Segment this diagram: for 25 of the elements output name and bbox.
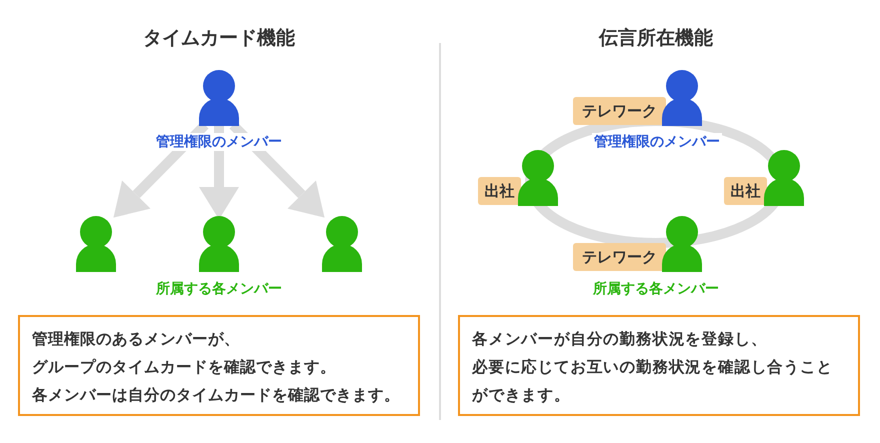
person-icon — [199, 70, 239, 126]
role-label: 管理権限のメンバー — [154, 133, 284, 151]
description-box — [458, 315, 860, 416]
person-icon — [199, 216, 239, 272]
person-icon — [764, 150, 804, 206]
role-label: 管理権限のメンバー — [592, 133, 722, 151]
description-text: 各メンバーが自分の勤務状況を登録し、 — [472, 329, 768, 350]
person-icon — [662, 216, 702, 272]
description-text: 必要に応じてお互いの勤務状況を確認し合うことができます。 — [472, 357, 834, 406]
description-text: 管理権限のあるメンバーが、 — [32, 329, 241, 350]
status-tag: 出社 — [724, 177, 767, 205]
status-tag: テレワーク — [573, 243, 666, 271]
section-heading: タイムカード機能 — [143, 26, 295, 51]
person-icon — [322, 216, 362, 272]
person-icon — [76, 216, 116, 272]
group-label: 所属する各メンバー — [591, 280, 721, 298]
status-tag: テレワーク — [573, 97, 666, 125]
description-text: グループのタイムカードを確認できます。 — [32, 357, 337, 378]
person-icon — [518, 150, 558, 206]
group-label: 所属する各メンバー — [154, 280, 284, 298]
description-box — [18, 315, 420, 416]
status-tag: 出社 — [478, 177, 521, 205]
person-icon — [662, 70, 702, 126]
section-heading: 伝言所在機能 — [599, 26, 713, 51]
description-text: 各メンバーは自分のタイムカードを確認できます。 — [32, 385, 401, 406]
